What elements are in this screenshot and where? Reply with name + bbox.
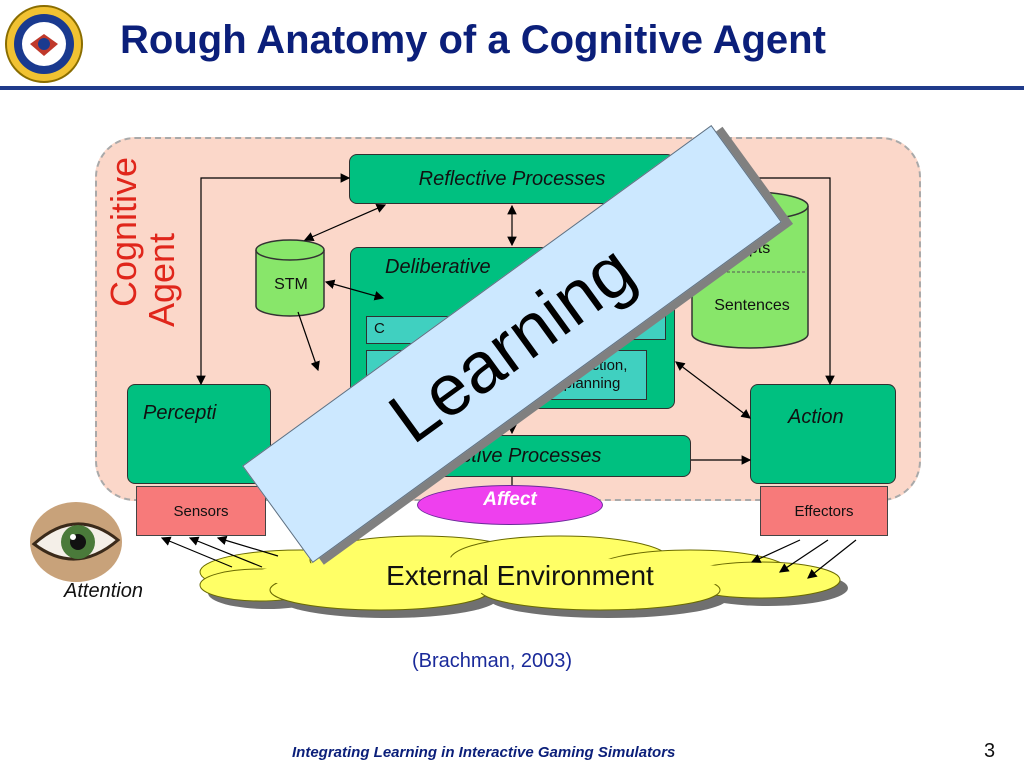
perception-label: Percepti (143, 402, 217, 424)
citation: (Brachman, 2003) (412, 650, 573, 672)
nrl-seal-logo (5, 5, 83, 83)
slide-footer: Integrating Learning in Interactive Gami… (292, 744, 676, 761)
action-box (750, 384, 896, 484)
deliberative-label: Deliberative (385, 256, 491, 278)
sensors-box: Sensors (136, 486, 266, 536)
action-label: Action (788, 406, 844, 428)
sentences-label: Sentences (714, 297, 790, 314)
eye-icon (30, 502, 122, 582)
affect-label: Affect (483, 489, 537, 510)
page-number: 3 (984, 740, 996, 762)
external-environment-cloud (199, 535, 848, 618)
effectors-box: Effectors (760, 486, 888, 536)
concepts-inner-text: C (374, 320, 385, 337)
affect-ellipse (417, 485, 603, 525)
slide-title: Rough Anatomy of a Cognitive Agent (120, 18, 826, 62)
attention-label: Attention (64, 580, 143, 602)
external-environment-label: External Environment (386, 560, 654, 591)
title-divider (0, 86, 1024, 90)
